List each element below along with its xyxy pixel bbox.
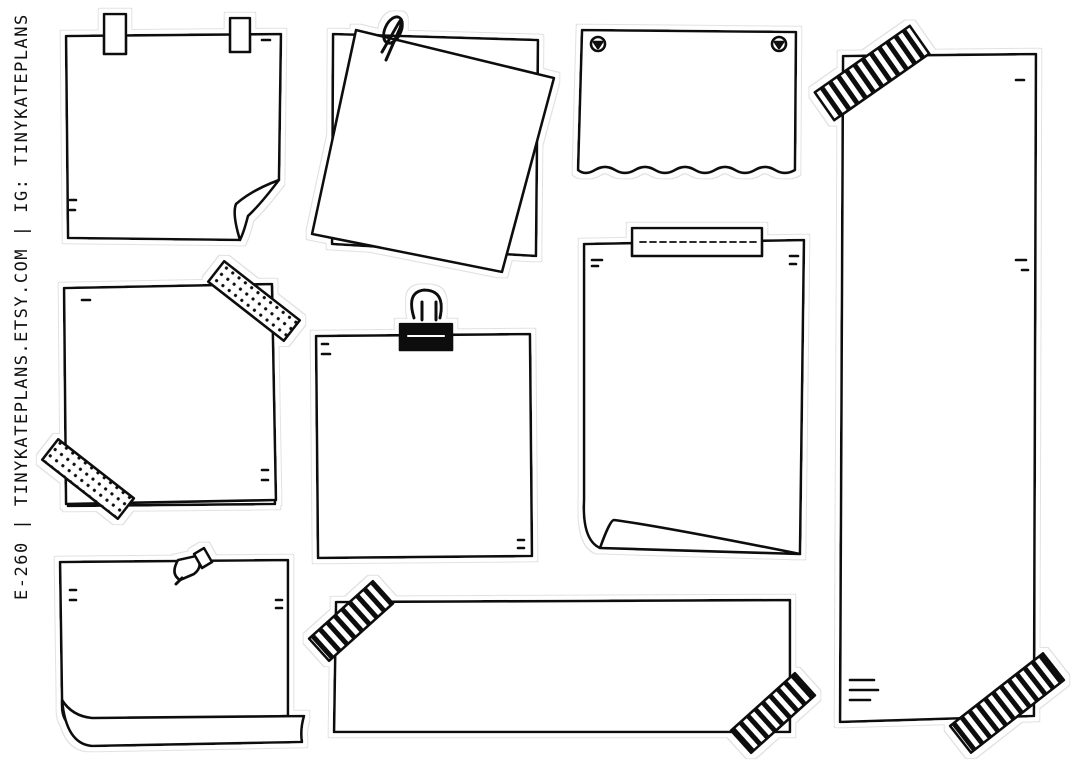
note-wide-striped-tape bbox=[307, 579, 817, 755]
dashed-tape-icon bbox=[630, 226, 764, 258]
note-pinned-torn-bottom bbox=[576, 28, 798, 175]
note-pushpin-curl bbox=[58, 546, 306, 748]
note-tall-banner bbox=[813, 24, 1066, 755]
note-square-dotted-tape bbox=[40, 259, 302, 521]
striped-tape-icon bbox=[307, 579, 817, 755]
tack-icon bbox=[589, 35, 788, 53]
note-tall-curl-bottom bbox=[582, 226, 806, 556]
paperclip-icon bbox=[380, 15, 404, 62]
note-binder-clip bbox=[314, 288, 534, 560]
binder-clip-icon bbox=[398, 288, 454, 352]
vertical-credit-text: E-260 | TINYKATEPLANS.ETSY.COM | IG: TIN… bbox=[12, 13, 32, 600]
striped-tape-icon bbox=[813, 24, 1066, 755]
washi-tape-icon bbox=[102, 12, 252, 56]
note-stacked-paperclip bbox=[310, 15, 556, 274]
dotted-tape-icon bbox=[40, 259, 302, 521]
pushpin-icon bbox=[173, 546, 214, 586]
note-top-left-curl bbox=[64, 12, 283, 242]
